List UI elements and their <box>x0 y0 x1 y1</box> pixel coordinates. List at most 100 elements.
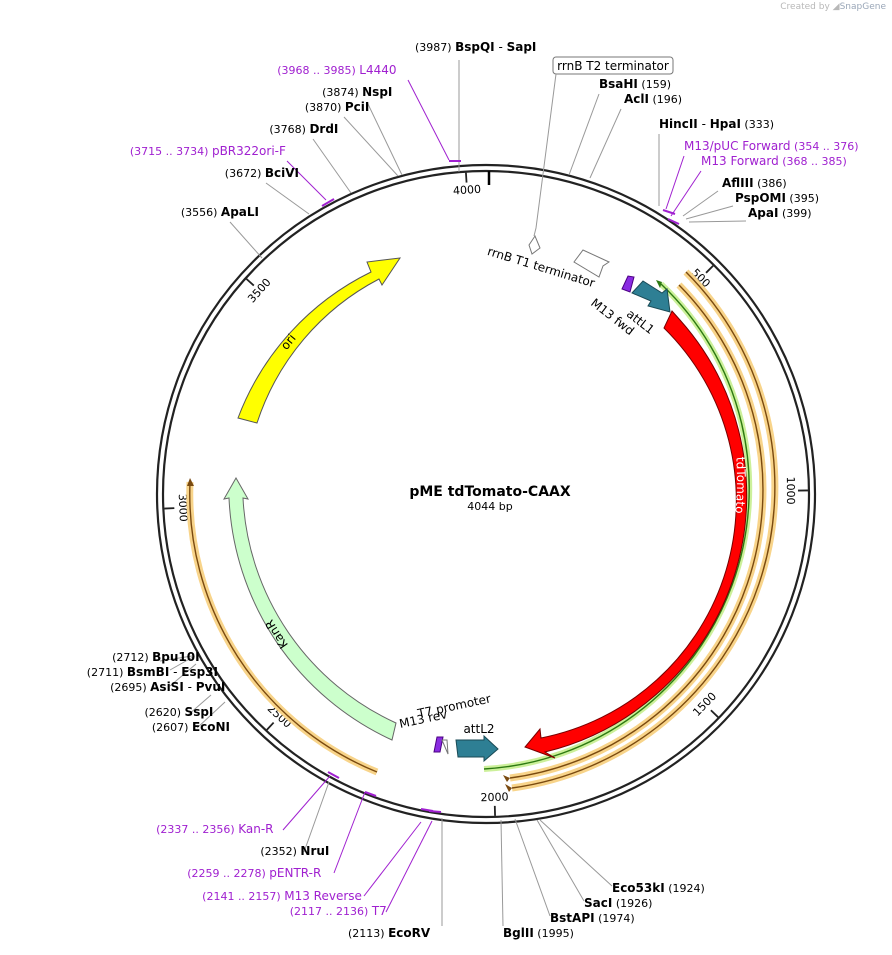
tick-mark <box>710 709 719 718</box>
primer-site-mark <box>327 771 340 779</box>
leader-lines <box>159 60 747 927</box>
enzyme-label[interactable]: (3768) DrdI <box>269 122 338 136</box>
tick-label: 1000 <box>784 477 797 505</box>
enzyme-leader-line <box>568 93 600 176</box>
enzyme-label[interactable]: SacI (1926) <box>584 896 652 910</box>
enzyme-leader-line <box>196 701 226 729</box>
m13-rev-feature[interactable] <box>433 736 444 753</box>
primer-site-mark <box>321 198 335 207</box>
primer-label[interactable]: (3715 .. 3734) pBR322ori-F <box>130 144 286 158</box>
enzyme-label[interactable]: AflIII (386) <box>722 176 787 190</box>
primer-leader-line <box>665 155 685 210</box>
m13-fwd-feature[interactable] <box>621 275 635 293</box>
enzyme-leader-line <box>187 694 212 716</box>
snapgene-credit: Created by ◢SnapGene <box>780 2 886 12</box>
enzyme-label[interactable]: (3556) ApaLI <box>181 205 259 219</box>
enzyme-leader-line <box>500 819 504 927</box>
enzyme-leader-line <box>536 819 585 902</box>
credit-prefix: Created by <box>780 2 830 12</box>
rrnb-t2-leader-line <box>533 73 557 237</box>
primer-label[interactable]: (3968 .. 3985) L4440 <box>277 63 396 77</box>
tdtomato-feature[interactable] <box>524 310 748 759</box>
outer-orf-arcs <box>186 269 779 792</box>
backbone <box>155 163 817 825</box>
tick-label: 3500 <box>245 276 273 306</box>
primer-leader-line <box>363 821 422 897</box>
enzyme-label[interactable]: (2113) EcoRV <box>348 926 431 940</box>
plasmid-length: 4044 bp <box>467 500 512 513</box>
enzyme-label[interactable]: BsaHI (159) <box>599 77 671 91</box>
enzyme-label[interactable]: BglII (1995) <box>503 926 574 940</box>
enzyme-label[interactable]: (3874) NspI <box>322 85 392 99</box>
enzyme-leader-line <box>169 663 197 687</box>
site-labels: (3987) BspQI - SapI (3874) NspI(3870) Pci… <box>87 40 859 940</box>
tdtomato-label: tdTomato <box>732 456 748 514</box>
enzyme-label[interactable]: HincII - HpaI (333) <box>659 117 774 131</box>
attl2-label: attL2 <box>463 722 494 736</box>
attl1-feature[interactable] <box>631 280 671 313</box>
enzyme-leader-line <box>229 221 263 259</box>
enzyme-leader-line <box>312 138 352 194</box>
enzyme-label[interactable]: AclI (196) <box>624 92 682 106</box>
primer-leader-line <box>333 791 366 874</box>
enzyme-label[interactable]: (2607) EcoNI <box>152 720 230 734</box>
enzyme-label[interactable]: (2620) SspI <box>144 705 213 719</box>
primer-site-mark <box>364 791 377 797</box>
attl2-feature[interactable] <box>455 734 499 763</box>
t7-promoter-feature[interactable] <box>441 739 449 755</box>
enzyme-label[interactable]: (3672) BciVI <box>225 166 299 180</box>
rrnb-t1-label: rrnB T1 terminator <box>486 244 597 290</box>
enzyme-label[interactable]: (3870) PciI <box>305 100 370 114</box>
plasmid-name: pME tdTomato-CAAX <box>409 484 571 500</box>
ori-feature[interactable] <box>237 257 402 424</box>
primer-site-mark <box>428 810 442 813</box>
enzyme-leader-line <box>685 205 734 220</box>
enzyme-leader-line <box>265 182 310 215</box>
credit-brand: SnapGene <box>839 2 886 12</box>
primer-site-mark <box>667 218 680 225</box>
tick-mark <box>465 172 468 183</box>
primer-leader-line <box>670 170 702 217</box>
enzyme-leader-line <box>169 656 194 671</box>
enzyme-leader-line <box>682 190 719 217</box>
primer-label[interactable]: M13/pUC Forward (354 .. 376) <box>684 139 859 153</box>
primer-leader-line <box>286 160 327 201</box>
primer-leader-line <box>385 820 433 913</box>
primer-leader-line <box>407 79 450 161</box>
primer-label[interactable]: (2141 .. 2157) M13 Reverse <box>202 889 362 903</box>
enzyme-leader-line <box>366 101 403 176</box>
enzyme-label[interactable]: (2712) Bpu10I <box>112 650 200 664</box>
enzyme-leader-line <box>589 108 622 179</box>
tick-mark <box>245 278 255 287</box>
rrnb-t2-feature[interactable] <box>528 234 541 255</box>
primer-leader-line <box>282 775 331 831</box>
enzyme-label[interactable]: (2352) NruI <box>260 844 329 858</box>
enzyme-label[interactable]: (3987) BspQI - SapI <box>415 40 536 54</box>
primer-label[interactable]: (2259 .. 2278) pENTR-R <box>187 866 321 880</box>
enzyme-leader-line <box>159 655 193 662</box>
enzyme-leader-line <box>303 781 330 853</box>
primer-label[interactable]: (2117 .. 2136) T7 <box>290 904 387 918</box>
primer-label[interactable]: M13 Forward (368 .. 385) <box>701 154 847 168</box>
enzyme-leader-line <box>688 220 747 223</box>
snapgene-logo-icon: ◢ <box>832 2 840 12</box>
enzyme-label[interactable]: ApaI (399) <box>748 206 812 220</box>
enzyme-leader-line <box>343 116 399 177</box>
kanr-feature[interactable] <box>223 476 397 741</box>
enzyme-leader-line <box>539 819 613 887</box>
rrnb-t1-feature[interactable] <box>573 249 611 278</box>
enzyme-label[interactable]: Eco53kI (1924) <box>612 881 705 895</box>
rrnb-t2-label: rrnB T2 terminator <box>557 59 669 73</box>
enzyme-label[interactable]: (2695) AsiSI - PvuI <box>110 680 225 694</box>
enzyme-label[interactable]: BstAPI (1974) <box>550 911 635 925</box>
enzyme-label[interactable]: (2711) BsmBI - Esp3I <box>87 665 218 679</box>
tick-mark <box>705 265 714 274</box>
enzyme-label[interactable]: PspOMI (395) <box>735 191 819 205</box>
tick-label: 4000 <box>453 183 482 198</box>
primer-label[interactable]: (2337 .. 2356) Kan-R <box>156 822 273 836</box>
tick-mark <box>266 721 275 731</box>
tick-label: 2000 <box>480 790 508 804</box>
rrnb-t2-label-box <box>552 56 674 75</box>
enzyme-leader-line <box>514 818 551 917</box>
